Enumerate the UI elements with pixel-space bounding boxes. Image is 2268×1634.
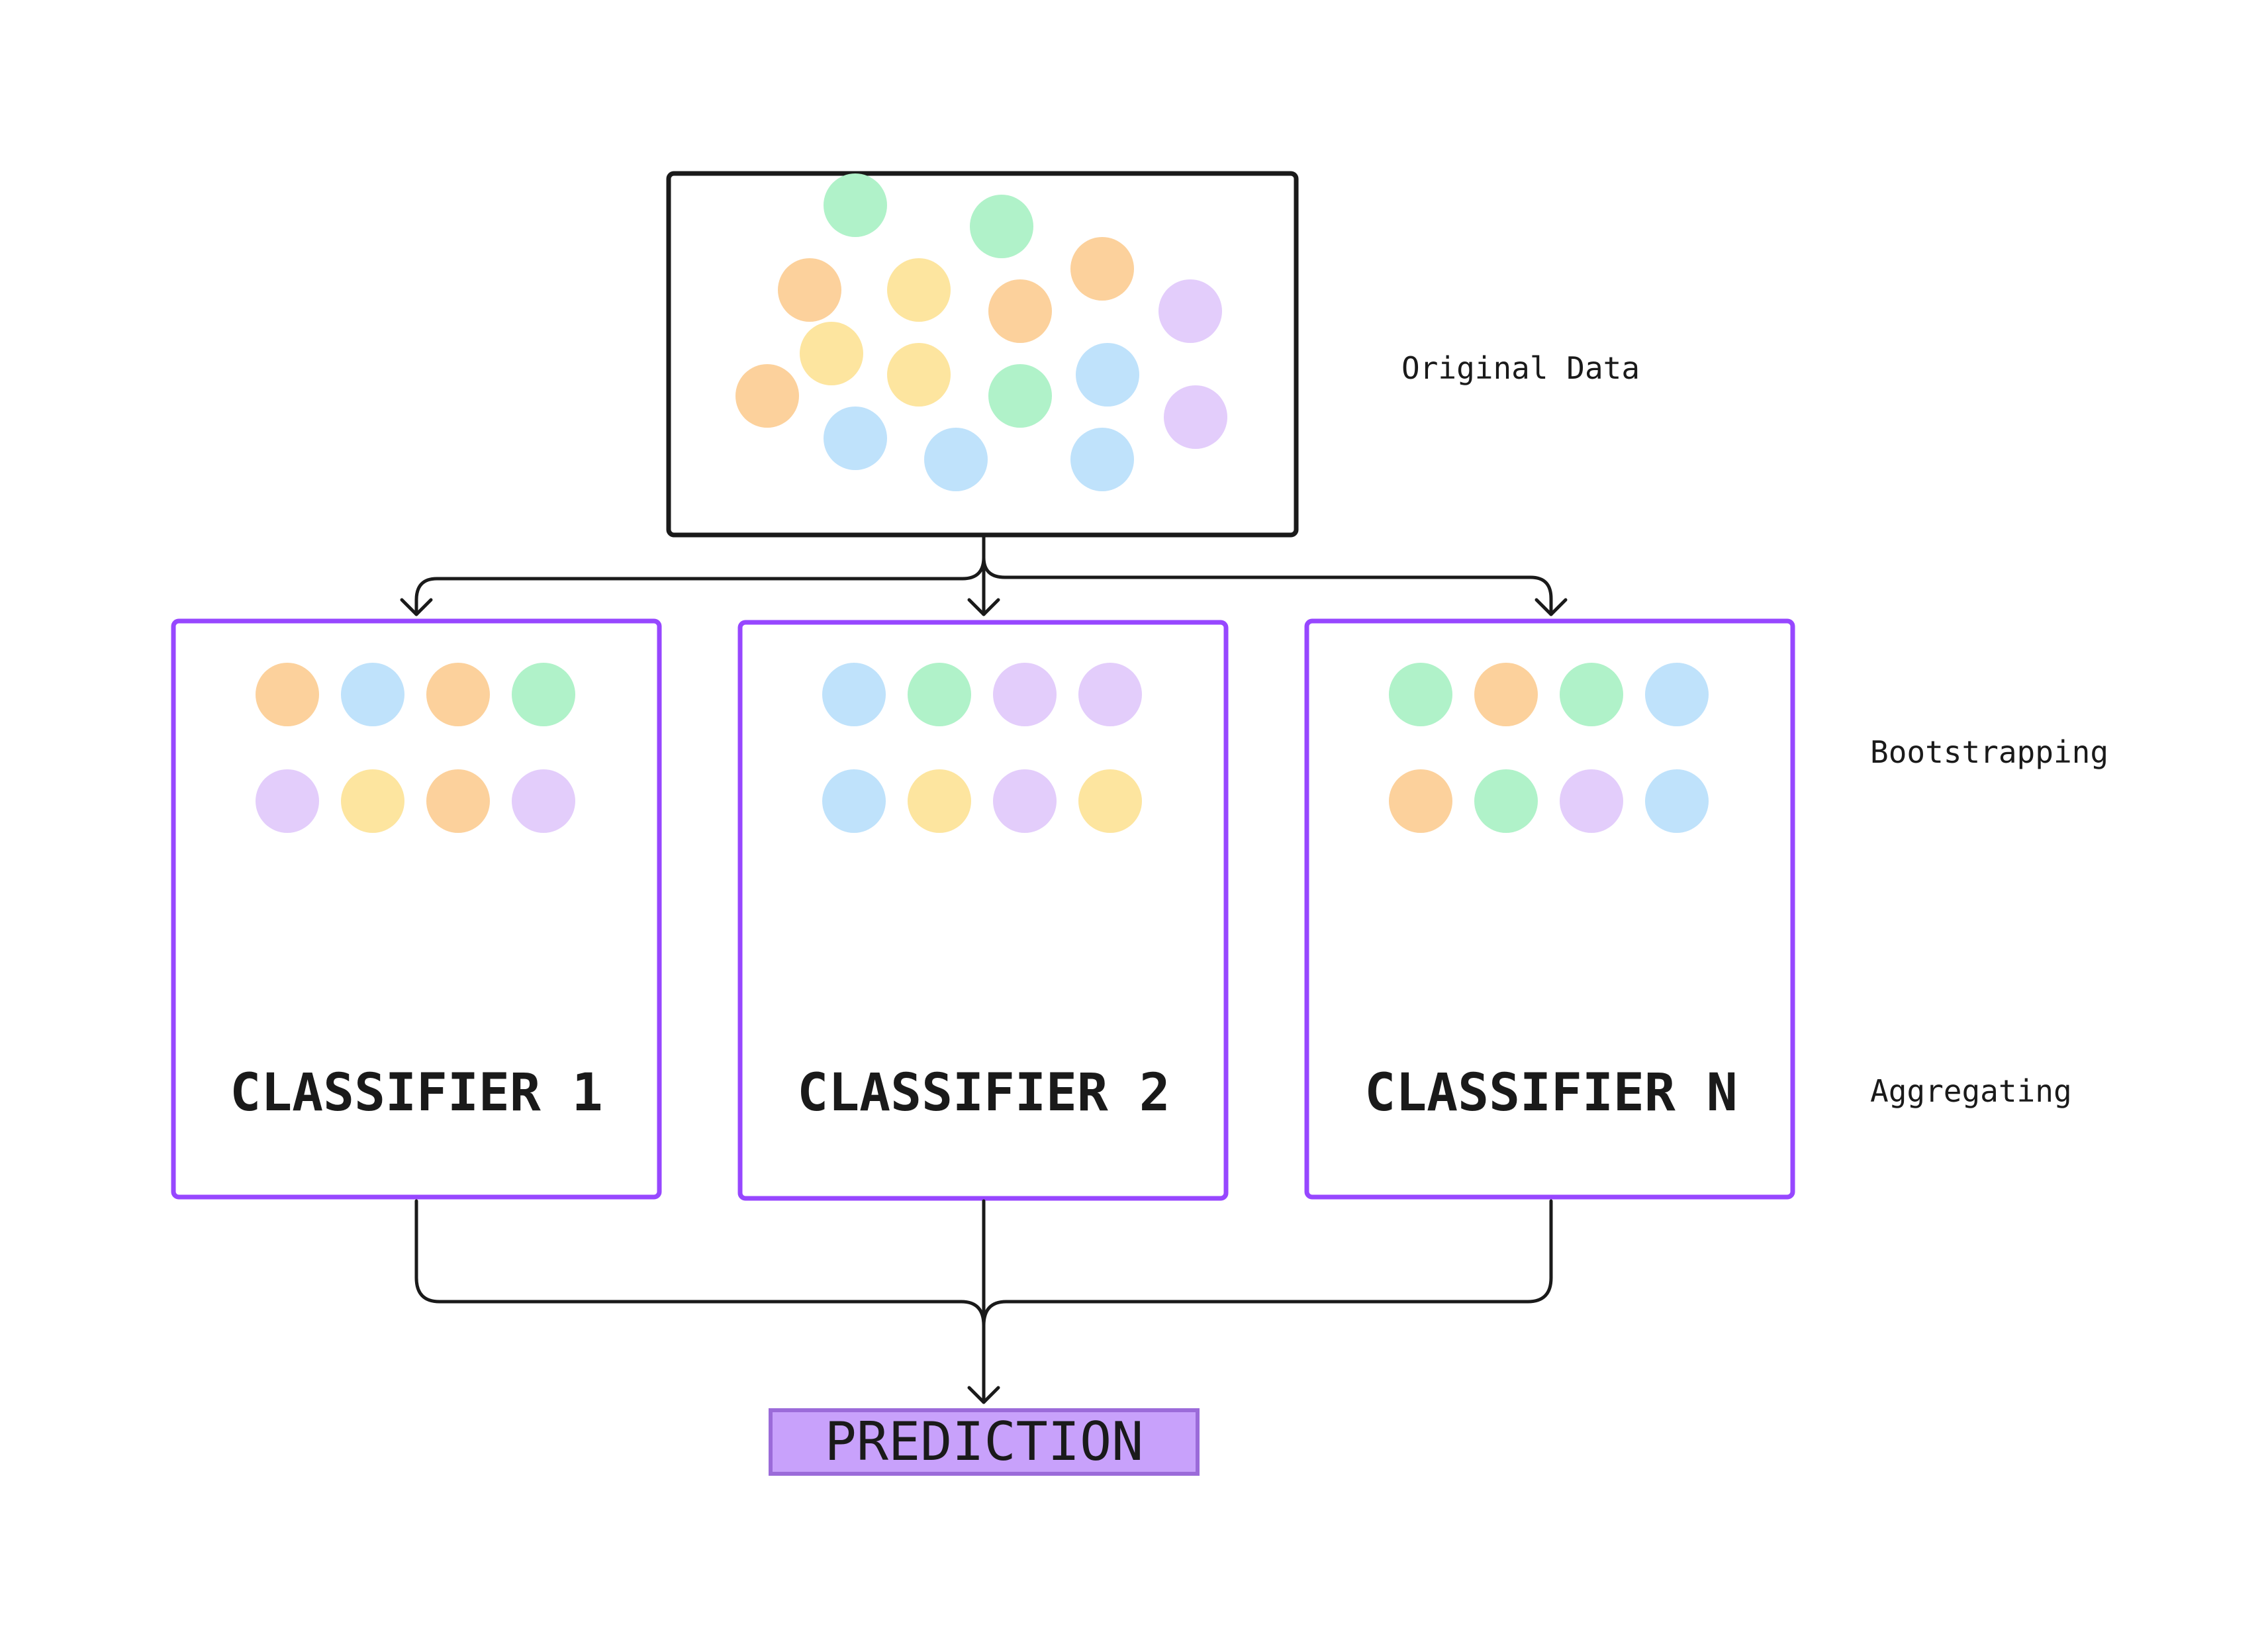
bootstrap-sample-point — [1474, 663, 1538, 726]
bootstrap-sample-points — [256, 663, 1709, 833]
bootstrap-arrow-head-2 — [967, 598, 1000, 616]
original-data-point — [1070, 237, 1134, 301]
bootstrap-sample-point — [993, 769, 1057, 833]
bootstrap-sample-point — [256, 769, 319, 833]
original-data-point — [800, 322, 863, 385]
bootstrap-sample-point — [1078, 663, 1142, 726]
original-data-point — [970, 195, 1033, 258]
classifier-title-2: CLASSIFIER 2 — [797, 1063, 1170, 1123]
classifier-box-n — [1304, 618, 1795, 1200]
bootstrap-sample-point — [1389, 769, 1452, 833]
original-data-point — [887, 343, 951, 407]
original-data-point — [988, 364, 1052, 428]
bootstrapping-label: Bootstrapping — [1870, 734, 2109, 770]
bootstrap-sample-point — [1389, 663, 1452, 726]
bootstrap-sample-point — [512, 663, 575, 726]
classifier-box-2 — [737, 620, 1229, 1201]
bootstrap-sample-point — [426, 769, 490, 833]
bootstrap-sample-point — [1474, 769, 1538, 833]
prediction-label: PREDICTION — [824, 1411, 1144, 1472]
bootstrap-sample-point — [908, 769, 971, 833]
bootstrap-sample-point — [822, 663, 886, 726]
bootstrap-sample-point — [256, 663, 319, 726]
aggregating-label: Aggregating — [1870, 1073, 2072, 1109]
original-data-points — [735, 173, 1227, 491]
original-data-point — [824, 407, 887, 470]
original-data-point — [988, 279, 1052, 343]
bootstrap-sample-point — [341, 663, 404, 726]
original-data-label: Original Data — [1401, 350, 1640, 386]
original-data-point — [1070, 428, 1134, 491]
original-data-point — [735, 364, 799, 428]
aggregate-line-1 — [414, 1199, 986, 1327]
bootstrap-sample-point — [512, 769, 575, 833]
original-data-point — [1076, 343, 1139, 407]
bootstrap-arrow-head-1 — [400, 598, 433, 616]
bootstrap-sample-point — [1645, 663, 1709, 726]
prediction-arrow-head — [967, 1386, 1000, 1404]
bootstrap-sample-point — [1560, 769, 1623, 833]
bootstrap-sample-point — [822, 769, 886, 833]
bootstrap-sample-point — [426, 663, 490, 726]
bootstrap-arrow-n — [982, 536, 1553, 616]
original-data-point — [924, 428, 988, 491]
bootstrap-sample-point — [1078, 769, 1142, 833]
original-data-point — [1164, 385, 1227, 449]
bootstrap-sample-point — [1645, 769, 1709, 833]
bootstrap-sample-point — [1560, 663, 1623, 726]
original-data-point — [824, 173, 887, 237]
original-data-point — [1158, 279, 1222, 343]
bootstrap-sample-point — [908, 663, 971, 726]
original-data-point — [778, 258, 841, 322]
original-data-point — [887, 258, 951, 322]
classifier-box-1 — [171, 618, 662, 1200]
bootstrap-arrow-head-n — [1535, 598, 1568, 616]
aggregate-line-n — [982, 1199, 1553, 1327]
bootstrap-sample-point — [341, 769, 404, 833]
bootstrap-sample-point — [993, 663, 1057, 726]
prediction-box — [769, 1408, 1200, 1476]
classifier-title-n: CLASSIFIER N — [1364, 1063, 1738, 1123]
classifier-title-1: CLASSIFIER 1 — [230, 1063, 603, 1123]
bootstrap-arrow-1 — [414, 536, 986, 616]
